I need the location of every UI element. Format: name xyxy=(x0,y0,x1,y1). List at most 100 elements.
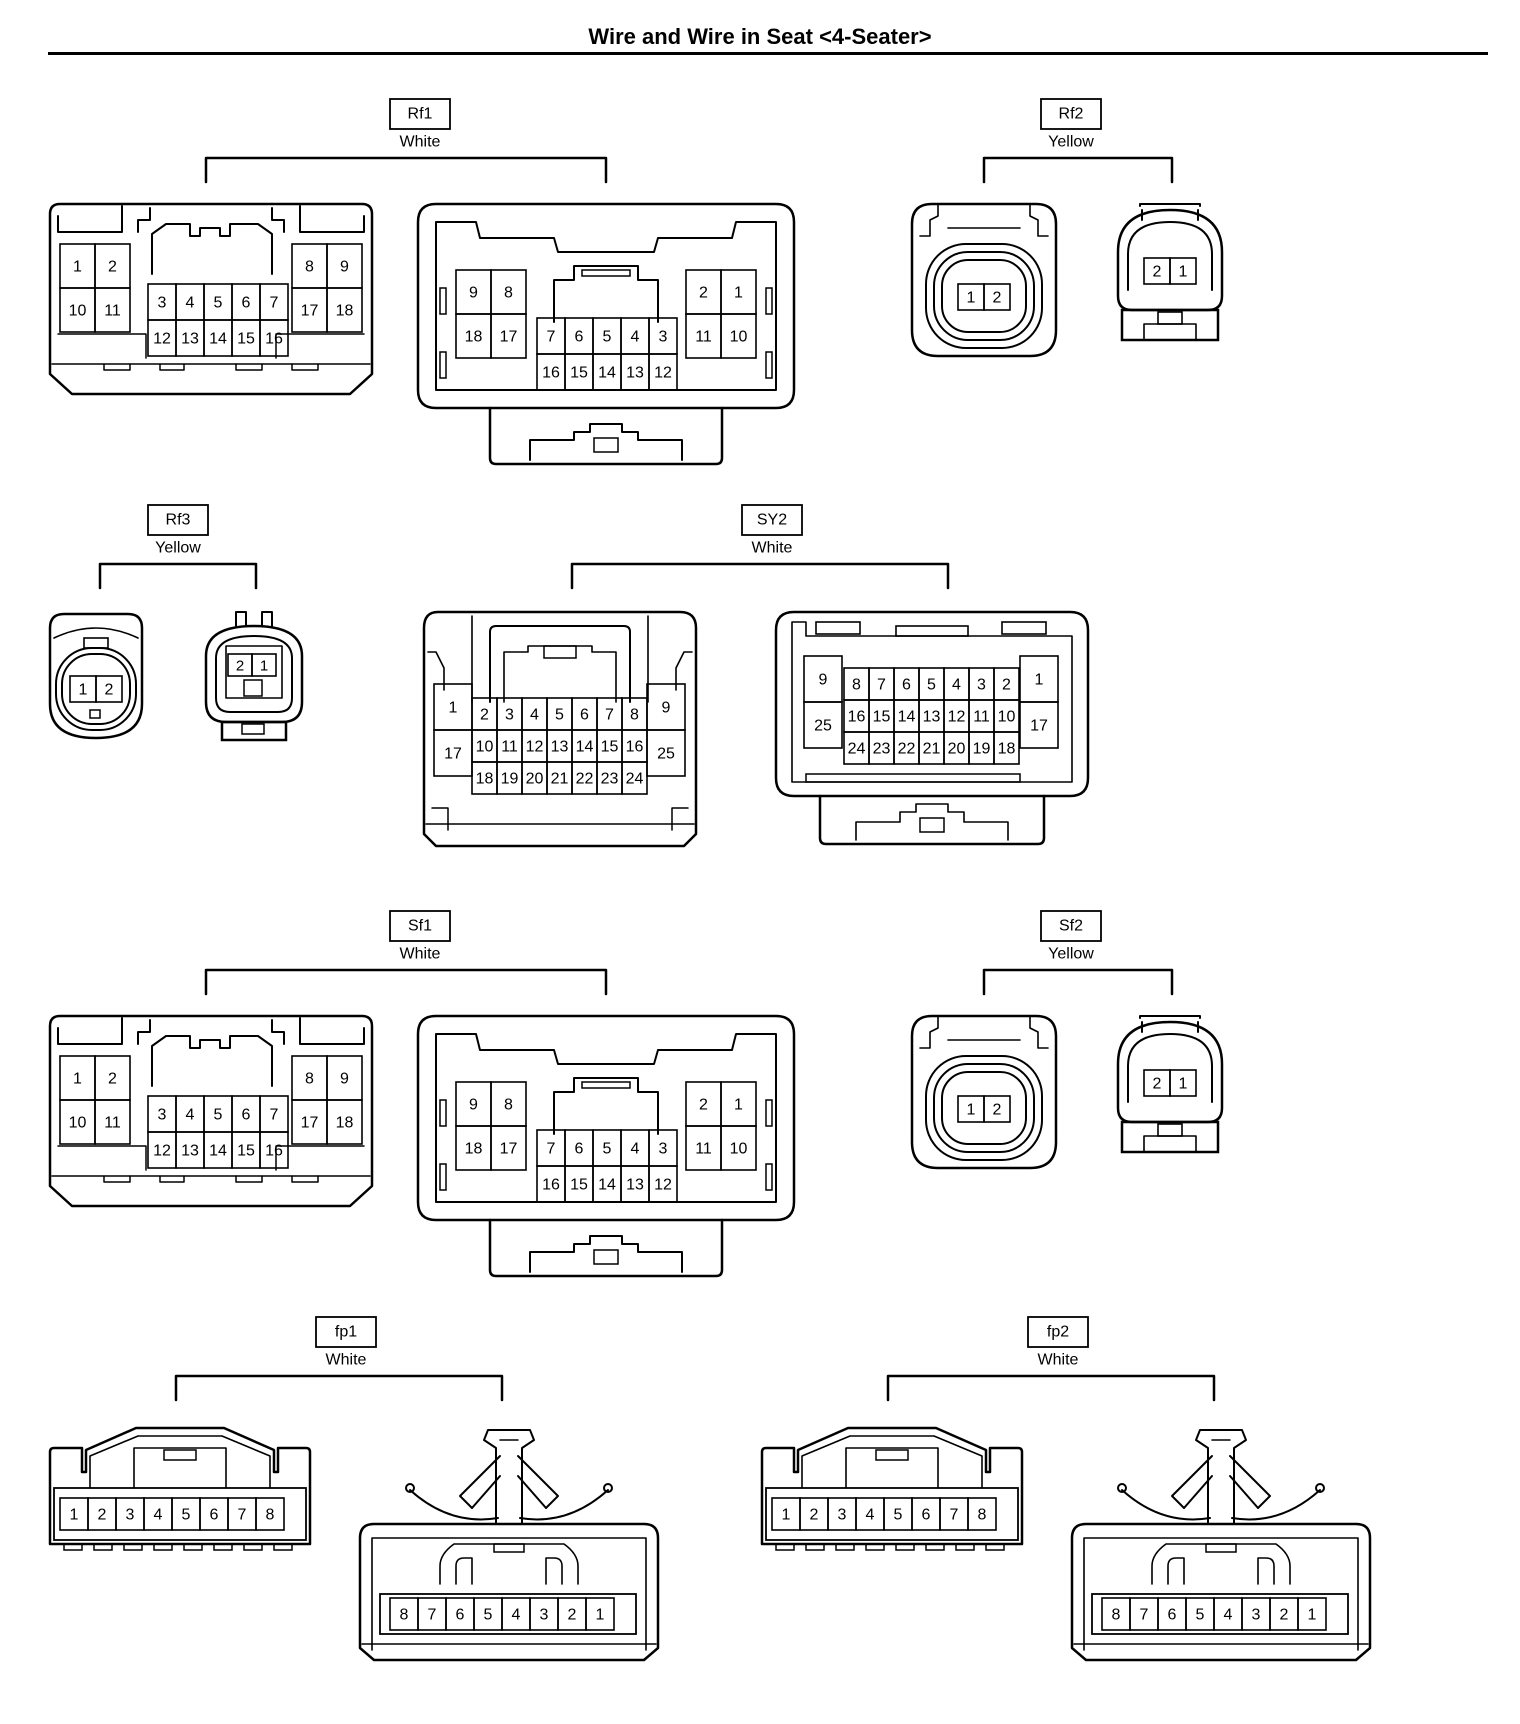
outline-shape xyxy=(57,333,147,359)
outline-shape xyxy=(1029,1015,1049,1049)
outline-shape xyxy=(488,406,724,466)
pin-number: 2 xyxy=(98,1507,107,1524)
pin-number: 11 xyxy=(973,709,990,726)
outline-shape xyxy=(416,202,796,410)
outline-shape xyxy=(774,610,1090,798)
pin-cell: 11 xyxy=(685,313,722,359)
outline-shape xyxy=(243,1543,263,1551)
pin-number: 13 xyxy=(181,331,199,348)
pin-cell: 13 xyxy=(175,1131,205,1169)
outline-shape xyxy=(765,1487,1019,1541)
pin-number: 1 xyxy=(73,259,82,276)
pin-cell: 2 xyxy=(799,1497,829,1531)
outline-shape xyxy=(435,221,777,391)
connector-color: Yellow xyxy=(1048,946,1094,963)
pin-number: 2 xyxy=(105,682,114,699)
pin-number: 15 xyxy=(237,1143,255,1160)
pin-cell: 12 xyxy=(147,319,177,357)
pin-number: 15 xyxy=(570,365,588,382)
pin-number: 7 xyxy=(238,1507,247,1524)
pin-number: 12 xyxy=(948,709,966,726)
outline-shape xyxy=(1127,221,1213,291)
pin-box xyxy=(490,1125,527,1171)
pin-cell: 7 xyxy=(227,1497,257,1531)
pin-number: 16 xyxy=(848,709,866,726)
outline-shape xyxy=(801,1435,983,1489)
pin-cell: 5 xyxy=(546,697,573,731)
pin-number: 22 xyxy=(898,741,916,758)
outline-shape xyxy=(163,1449,197,1461)
code-box xyxy=(147,504,209,536)
pin-number: 4 xyxy=(154,1507,163,1524)
pin-number: 6 xyxy=(456,1607,465,1624)
outline-shape xyxy=(941,259,1027,333)
pin-cell: 1 xyxy=(59,1497,89,1531)
outline-shape xyxy=(519,1489,609,1521)
outline-shape xyxy=(529,1235,683,1273)
pin-cell: 6 xyxy=(231,283,261,321)
outline-shape xyxy=(1139,1015,1201,1019)
pin-cell: 23 xyxy=(868,731,895,765)
pin-number: 1 xyxy=(1179,1076,1188,1093)
pin-box xyxy=(648,353,678,391)
outline-shape xyxy=(1117,1483,1127,1493)
pin-number: 13 xyxy=(181,1143,199,1160)
outline-shape xyxy=(93,1543,113,1551)
pin-cell: 2 xyxy=(993,667,1020,701)
code-box xyxy=(741,504,803,536)
pin-number: 2 xyxy=(1002,677,1011,694)
outline-shape xyxy=(153,1543,173,1551)
pin-number: 8 xyxy=(305,1071,314,1088)
pin-number: 5 xyxy=(555,707,564,724)
pin-number: 16 xyxy=(626,739,644,756)
outline-shape xyxy=(1139,203,1201,207)
pin-cell: 3 xyxy=(648,317,678,355)
pin-box xyxy=(490,313,527,359)
outline-shape xyxy=(1001,621,1047,635)
pin-number: 7 xyxy=(428,1607,437,1624)
pin-cell: 15 xyxy=(596,729,623,763)
connector-code: Sf2 xyxy=(1059,918,1083,935)
pin-number: 3 xyxy=(158,1107,167,1124)
pin-cell: 5 xyxy=(883,1497,913,1531)
pair-bracket xyxy=(98,562,258,590)
outline-shape xyxy=(489,625,631,703)
outline-shape xyxy=(183,1543,203,1551)
pin-number: 6 xyxy=(210,1507,219,1524)
pin-number: 15 xyxy=(601,739,619,756)
pin-cell: 6 xyxy=(199,1497,229,1531)
pin-cell: 8 xyxy=(621,697,648,731)
pin-number: 24 xyxy=(626,771,644,788)
pin-cell: 9 xyxy=(326,243,363,289)
pin-number: 6 xyxy=(580,707,589,724)
pin-cell: 25 xyxy=(646,729,686,777)
pin-number: 4 xyxy=(631,1141,640,1158)
pin-number: 3 xyxy=(126,1507,135,1524)
pin-cell: 2 xyxy=(227,653,253,677)
pin-number: 4 xyxy=(952,677,961,694)
outline-shape xyxy=(1120,1120,1220,1154)
outline-shape xyxy=(225,645,283,699)
outline-shape xyxy=(204,624,304,724)
outline-shape xyxy=(220,720,288,742)
outline-shape xyxy=(235,363,263,371)
pin-number: 4 xyxy=(512,1607,521,1624)
pin-cell: 5 xyxy=(592,1129,622,1167)
pin-cell: 22 xyxy=(571,761,598,795)
outline-shape xyxy=(553,265,659,323)
pin-cell: 1 xyxy=(1019,655,1059,703)
outline-shape xyxy=(925,1543,945,1551)
pin-cell: 1 xyxy=(720,1081,757,1127)
pin-number: 15 xyxy=(237,331,255,348)
outline-shape xyxy=(57,1145,147,1171)
